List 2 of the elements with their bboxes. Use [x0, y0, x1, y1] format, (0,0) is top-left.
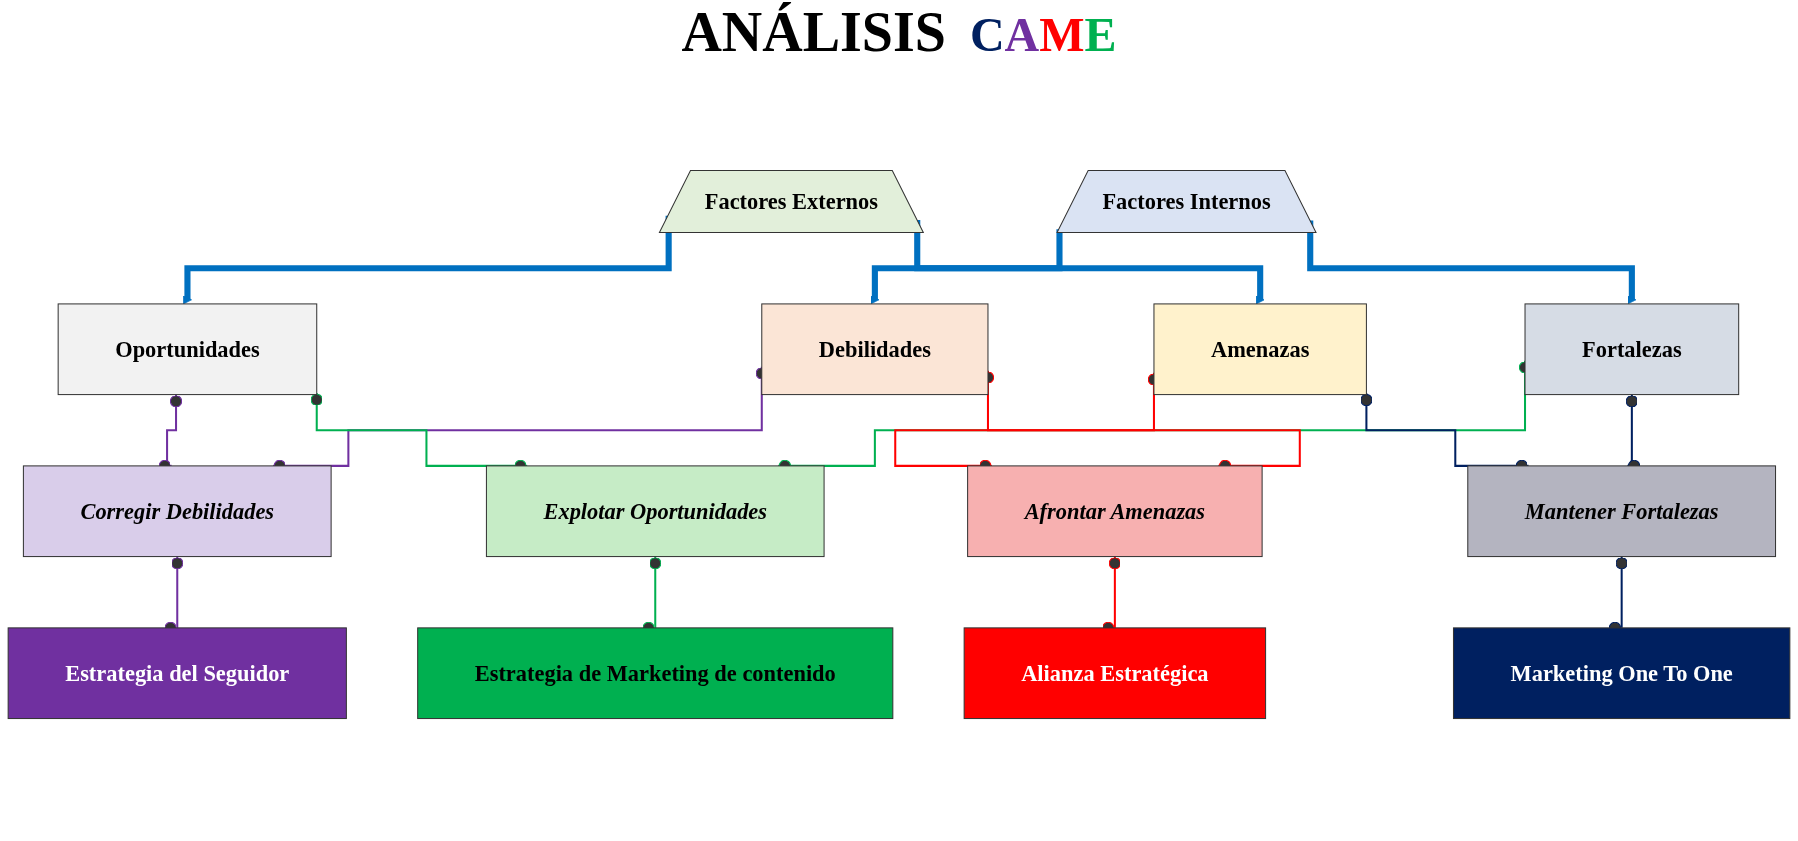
- diagram-title: ANÁLISIS: [681, 4, 946, 60]
- subtitle-text: CAME: [969, 11, 1117, 59]
